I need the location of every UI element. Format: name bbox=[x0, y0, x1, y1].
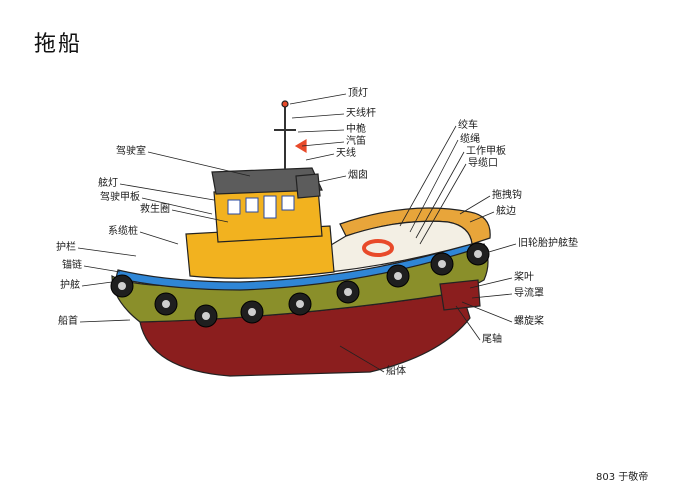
bridge-window bbox=[263, 195, 277, 219]
label-bridge: 驾驶室 bbox=[116, 146, 146, 157]
label-towing-hook: 拖拽钩 bbox=[492, 190, 522, 201]
label-winch: 绞车 bbox=[458, 120, 478, 131]
label-rudder-nozzle: 导流罩 bbox=[514, 288, 544, 299]
tire-hub bbox=[118, 282, 126, 290]
leader-line bbox=[291, 113, 345, 119]
label-tire-fender: 旧轮胎护舷垫 bbox=[518, 238, 578, 249]
tire-hub bbox=[296, 300, 304, 308]
label-tail-shaft: 尾轴 bbox=[482, 334, 502, 345]
leader-line bbox=[77, 247, 137, 257]
label-funnel: 烟囱 bbox=[348, 170, 368, 181]
label-antenna-mast: 天线杆 bbox=[346, 108, 376, 119]
leader-line bbox=[139, 231, 179, 245]
label-bow: 船首 bbox=[58, 316, 78, 327]
label-guard-rail: 护栏 bbox=[56, 242, 76, 253]
label-signal-panel: 中桅 bbox=[346, 124, 366, 135]
leader-line bbox=[415, 151, 465, 239]
tire-hub bbox=[202, 312, 210, 320]
label-navigation-window: 救生圈 bbox=[140, 204, 170, 215]
label-blade: 桨叶 bbox=[514, 272, 534, 283]
bridge-window bbox=[227, 199, 241, 215]
leader-line bbox=[469, 277, 513, 289]
leader-line bbox=[147, 151, 251, 177]
label-anchor-chain: 锚链 bbox=[62, 260, 82, 271]
label-fender: 护舷 bbox=[60, 280, 80, 291]
leader-line bbox=[409, 139, 459, 233]
tire-hub bbox=[248, 308, 256, 316]
label-tow-rope: 缆绳 bbox=[460, 134, 480, 145]
leader-line bbox=[339, 345, 385, 373]
leader-line bbox=[119, 183, 215, 201]
label-hull-body: 船体 bbox=[386, 366, 406, 377]
bridge-roof bbox=[211, 167, 323, 195]
label-work-deck: 工作甲板 bbox=[466, 146, 506, 157]
label-side-light: 舷灯 bbox=[98, 178, 118, 189]
label-mast-top-light: 顶灯 bbox=[348, 88, 368, 99]
tire-hub bbox=[394, 272, 402, 280]
leader-line bbox=[289, 93, 347, 105]
page-title: 拖船 bbox=[34, 32, 83, 57]
leader-line bbox=[141, 197, 213, 215]
leader-line bbox=[317, 175, 347, 183]
tire-hub bbox=[344, 288, 352, 296]
leader-line bbox=[481, 243, 517, 255]
tire-hub bbox=[162, 300, 170, 308]
bridge-window bbox=[245, 197, 259, 213]
leader-line bbox=[469, 211, 495, 223]
label-fairlead: 导缆口 bbox=[468, 158, 498, 169]
bridge-window bbox=[281, 195, 295, 211]
leader-line bbox=[419, 163, 467, 245]
work-deck bbox=[325, 220, 473, 273]
tire-hub bbox=[438, 260, 446, 268]
label-antenna: 天线 bbox=[336, 148, 356, 159]
leader-line bbox=[81, 281, 113, 287]
leader-line bbox=[171, 209, 229, 223]
leader-line bbox=[471, 293, 513, 299]
leader-line bbox=[461, 301, 513, 323]
leader-line bbox=[399, 125, 457, 227]
label-steam-whistle: 汽笛 bbox=[346, 136, 366, 147]
rudder-nozzle bbox=[439, 279, 481, 311]
leader-line bbox=[79, 319, 131, 323]
leader-line bbox=[297, 129, 345, 133]
leader-line bbox=[83, 265, 121, 273]
life-buoy bbox=[362, 239, 394, 257]
mast-top-light bbox=[281, 100, 289, 108]
label-bitt: 系缆桩 bbox=[108, 226, 138, 237]
leader-line bbox=[301, 141, 345, 147]
tire-hub bbox=[474, 250, 482, 258]
label-cabin-railing: 驾驶甲板 bbox=[100, 192, 140, 203]
funnel bbox=[295, 173, 321, 199]
label-propeller: 螺旋桨 bbox=[514, 316, 544, 327]
label-bulwark-edge: 舷边 bbox=[496, 206, 516, 217]
author-signature: 803 于敬帝 bbox=[596, 472, 649, 483]
leader-line bbox=[459, 195, 491, 215]
leader-line bbox=[455, 305, 481, 341]
leader-line bbox=[305, 153, 335, 161]
